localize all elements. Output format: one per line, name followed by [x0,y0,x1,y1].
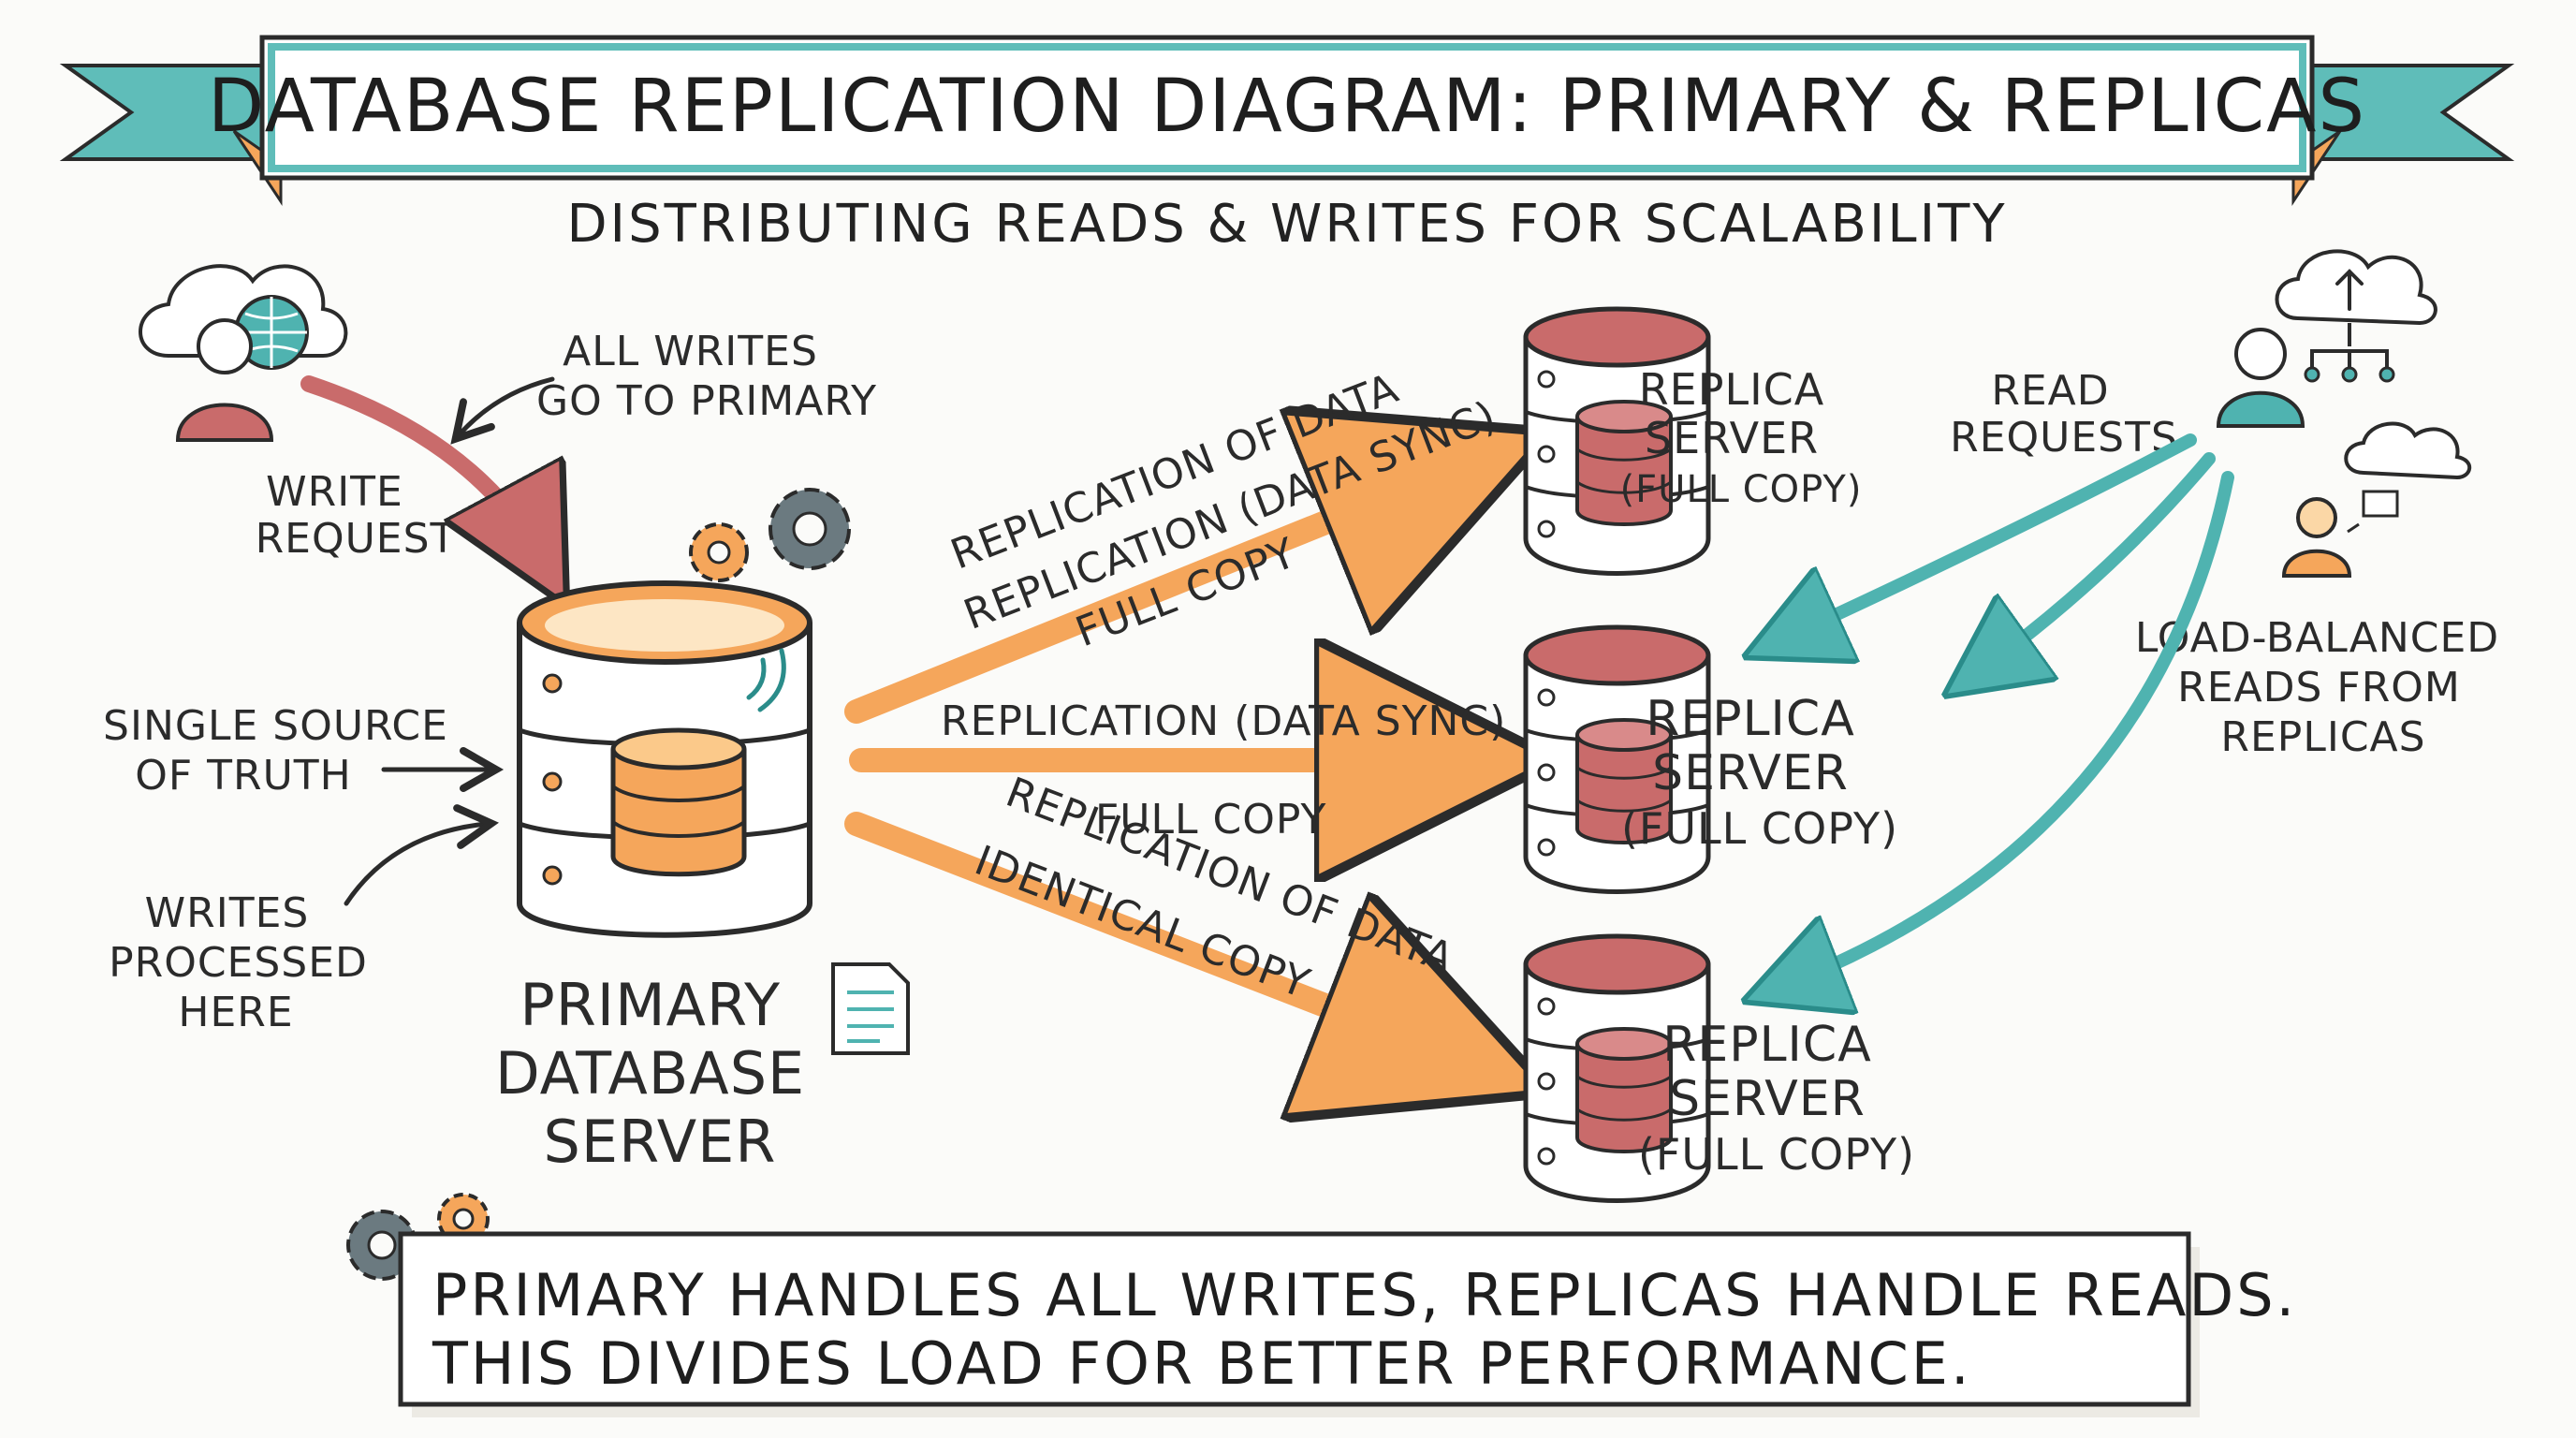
replication-arrow-top [844,468,1460,724]
replica-1-line3: (FULL COPY) [1620,468,1863,511]
page-subtitle: DISTRIBUTING READS & WRITES FOR SCALABIL… [566,194,2007,255]
write-request-line1: WRITE [266,468,403,516]
read-arrow-2 [1975,452,2216,674]
title-banner: DATABASE REPLICATION DIAGRAM: PRIMARY & … [59,35,2515,206]
svg-text:LOAD-BALANCED READS FROM: LOAD-BALANCED READS FROM REPLICAS [2135,614,2513,761]
source-of-truth-line2: OF TRUTH [135,752,352,800]
replica-status-dot [1537,688,1556,707]
all-writes-note-line1: ALL WRITES [563,328,818,375]
load-balanced-line2: READS FROM [2177,664,2461,712]
writes-processed-line1: WRITES [145,889,310,937]
replica-2-line1: REPLICA [1646,691,1855,747]
replica-inner-top [1575,400,1673,433]
primary-name-line2: DATABASE [495,1039,805,1108]
svg-text:ALL WRITES GO TO PRIMARY: ALL WRITES GO TO PRIMARY [536,328,877,425]
primary-name-line3: SERVER [544,1108,777,1176]
writes-processed-line3: HERE [178,989,293,1036]
primary-gears-icon [689,488,851,582]
read-requests-line1: READ [1991,367,2109,415]
replica-status-dot [1537,1147,1556,1166]
replication-arrow-bottom [844,812,1460,1058]
svg-text:READ REQUESTS: READ REQUESTS [1950,367,2178,462]
read-arrow-3 [1778,471,2234,988]
read-requests-line2: REQUESTS [1950,414,2178,462]
replica-2-line3: (FULL COPY) [1621,803,1898,854]
repl-mid-label2: FULL COPY [1095,796,1326,844]
replica-3-line3: (FULL COPY) [1638,1129,1915,1180]
footer-line2: THIS DIVIDES LOAD FOR BETTER PERFORMANCE… [432,1329,1972,1398]
replica-inner-stack [1575,417,1673,526]
writes-processed-pointer [344,804,499,906]
replica-cylinder-top [1523,306,1711,368]
replica-cylinder-top [1523,933,1711,995]
replica-inner-bands [1576,1075,1672,1122]
all-writes-note-line2: GO TO PRIMARY [536,377,877,425]
replica-cylinder-top [1523,624,1711,686]
replica-3-line2: SERVER [1669,1071,1866,1127]
footer-box: PRIMARY HANDLES ALL WRITES, REPLICAS HAN… [398,1231,2319,1417]
all-writes-pointer [450,376,555,445]
replica-status-dot [1537,520,1556,538]
replica-inner-bands [1576,766,1672,813]
repl-mid-label1: REPLICATION (DATA SYNC) [941,697,1506,745]
footer-line1: PRIMARY HANDLES ALL WRITES, REPLICAS HAN… [432,1261,2297,1329]
svg-text:PRIMARY HANDLES ALL WRITES, RE: PRIMARY HANDLES ALL WRITES, REPLICAS HAN… [432,1261,2319,1398]
svg-text:PRIMARY DATABASE SERVE: PRIMARY DATABASE SERVER [495,971,825,1176]
replica-status-dot [1537,370,1556,389]
replica-2-line2: SERVER [1652,745,1849,801]
read-arrow-1 [1778,433,2197,641]
writer-client-icon [139,264,348,442]
replica-status-dot [1537,445,1556,463]
svg-text:WRITE REQUEST: WRITE REQUEST [256,468,457,563]
chat-bubble-icon [2347,490,2399,534]
replica-inner-stack [1575,1044,1673,1153]
replica-inner-top [1575,718,1673,752]
replica-status-dot [1537,838,1556,857]
primary-name-line1: PRIMARY [520,971,781,1039]
replica-1-line2: SERVER [1645,413,1819,463]
reader-person-icon [2281,497,2352,578]
replica-status-dot [1537,997,1556,1016]
write-request-arrow [300,375,543,562]
cloud-icon [2344,421,2472,480]
replica-inner-stack [1575,735,1673,844]
writes-processed-line2: PROCESSED [109,939,368,987]
document-icon [831,962,910,1055]
source-of-truth-line1: SINGLE SOURCE [103,702,448,750]
replica-status-dot [1537,1072,1556,1091]
load-balanced-line1: LOAD-BALANCED [2135,614,2499,662]
svg-text:SINGLE SOURCE OF TRUTH: SINGLE SOURCE OF TRUTH [103,702,462,800]
write-request-line2: REQUEST [256,515,457,563]
load-balanced-line3: REPLICAS [2220,713,2425,761]
cloud-upload-icon [2275,249,2437,383]
reader-user-icon [2216,328,2305,428]
replica-1-line1: REPLICA [1639,364,1825,415]
replica-3-line1: REPLICA [1662,1017,1872,1073]
svg-text:WRITES PROCESSED HERE: WRITES PROCESSED HERE [109,889,382,1036]
primary-database-icon [517,580,812,938]
replica-status-dot [1537,763,1556,782]
page-title: DATABASE REPLICATION DIAGRAM: PRIMARY & … [208,65,2366,149]
replica-inner-top [1575,1027,1673,1061]
replica-inner-bands [1576,448,1672,494]
